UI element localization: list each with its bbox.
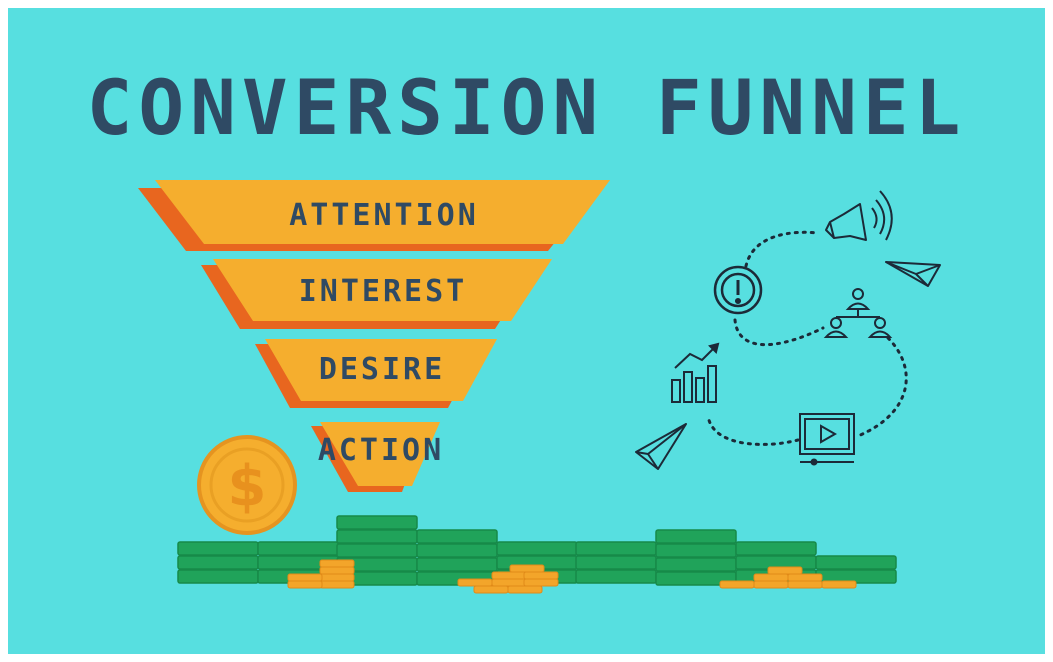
coin-stack-icon [287,559,857,594]
alert-icon [713,265,763,315]
svg-text:$: $ [228,454,267,519]
stage-label-interest: INTEREST [299,274,468,309]
user-network-icon [823,288,893,338]
paper-plane-icon [635,423,687,470]
funnel-stage-attention: ATTENTION [138,180,610,251]
stage-label-desire: DESIRE [319,352,445,387]
funnel-illustration: CONVERSION FUNNEL ATTENTION INTEREST DES… [8,8,1045,654]
megaphone-icon [825,190,893,241]
dollar-coin-icon: $ [197,435,297,535]
funnel-stage-interest: INTEREST [201,259,552,329]
funnel-stage-action: ACTION [311,422,444,492]
funnel-stage-desire: DESIRE [255,339,497,408]
video-player-icon [799,413,855,466]
dotted-connectors [706,230,908,446]
page-title: CONVERSION FUNNEL [86,63,967,152]
paper-plane-icon [885,261,941,287]
illustration-svg: ATTENTION INTEREST DESIRE ACTION $ [138,180,941,594]
stage-label-action: ACTION [318,433,444,468]
growth-chart-icon [671,342,720,403]
stage-label-attention: ATTENTION [289,198,479,233]
